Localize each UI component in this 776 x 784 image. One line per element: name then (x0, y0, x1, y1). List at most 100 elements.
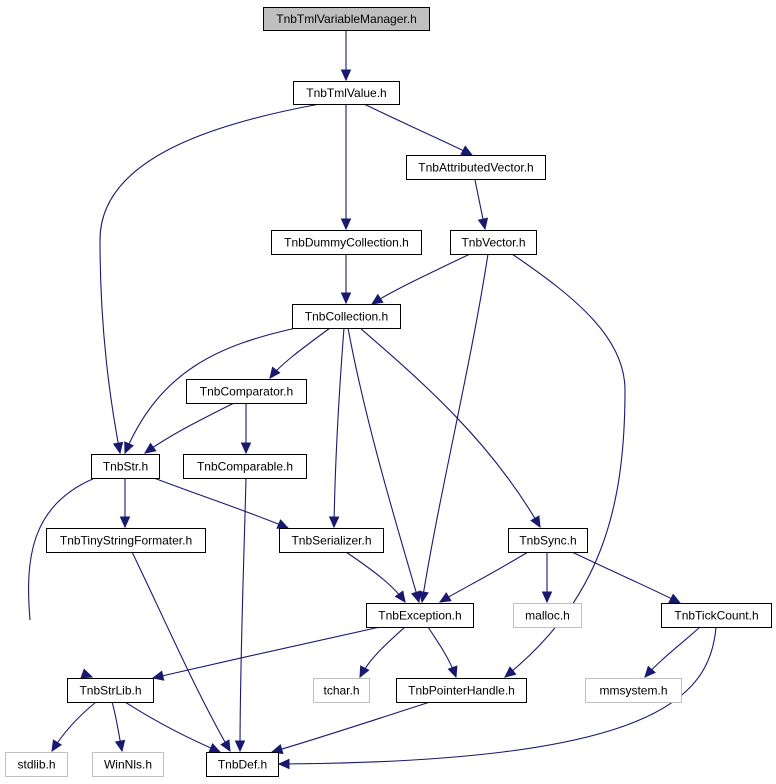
node-n1[interactable]: TnbTmlVariableManager.h (263, 7, 430, 31)
arrow-head-icon (114, 739, 126, 753)
node-n6[interactable]: TnbCollection.h (292, 304, 401, 329)
node-n16[interactable]: TnbStrLib.h (67, 678, 154, 703)
node-n18[interactable]: TnbPointerHandle.h (396, 678, 527, 703)
edge-line (421, 253, 489, 603)
edge-n15-n19 (644, 626, 701, 678)
edge-line (271, 701, 431, 753)
node-box[interactable] (206, 752, 279, 777)
edge-n10-n22 (131, 551, 231, 753)
node-label: TnbTmlValue.h (306, 86, 386, 100)
node-n2[interactable]: TnbTmlValue.h (293, 81, 400, 105)
edge-n13-n16 (151, 626, 381, 681)
node-n14[interactable]: malloc.h (513, 603, 582, 628)
node-n13[interactable]: TnbException.h (366, 603, 474, 628)
arrow-head-icon (668, 593, 682, 604)
node-box[interactable] (293, 81, 400, 105)
node-box[interactable] (91, 454, 160, 479)
edge-n18-n22 (270, 701, 431, 755)
node-box[interactable] (513, 603, 582, 628)
node-box[interactable] (5, 752, 68, 777)
node-n4[interactable]: TnbDummyCollection.h (271, 230, 422, 255)
edge-n16-n22 (124, 701, 222, 753)
edge-n6-n8 (124, 327, 297, 455)
edge-line (269, 327, 331, 379)
arrow-head-icon (340, 69, 352, 82)
node-box[interactable] (186, 379, 307, 404)
node-label: TnbTmlVariableManager.h (276, 12, 417, 26)
arrow-head-icon (370, 293, 384, 305)
arrow-head-icon (220, 739, 231, 753)
edge-line (363, 103, 473, 156)
edge-line (347, 327, 420, 603)
edge-line (278, 626, 717, 765)
edge-n9-n22 (234, 477, 247, 753)
node-box[interactable] (92, 752, 164, 777)
node-box[interactable] (406, 155, 546, 180)
node-n5[interactable]: TnbVector.h (450, 230, 537, 255)
arrow-head-icon (234, 740, 246, 753)
edge-line (333, 327, 345, 528)
arrow-head-icon (541, 591, 553, 604)
node-n11[interactable]: TnbSerializer.h (279, 528, 384, 553)
edge-n12-n15 (571, 551, 682, 604)
node-box[interactable] (366, 603, 474, 628)
node-box[interactable] (450, 230, 537, 255)
arrow-head-icon (276, 519, 290, 529)
arrow-head-icon (477, 217, 489, 231)
node-n12[interactable]: TnbSync.h (508, 528, 588, 553)
edge-n6-n11 (328, 327, 345, 529)
node-box[interactable] (46, 528, 206, 553)
node-label: TnbAttributedVector.h (418, 161, 533, 175)
node-n7[interactable]: TnbComparator.h (186, 379, 307, 404)
arrow-head-icon (530, 515, 541, 529)
node-box[interactable] (585, 678, 682, 703)
edge-line (99, 103, 321, 454)
arrow-head-icon (359, 665, 370, 679)
node-label: TnbComparable.h (197, 460, 293, 474)
arrow-head-icon (51, 739, 63, 753)
node-box[interactable] (292, 304, 401, 329)
arrow-head-icon (340, 292, 352, 305)
edge-line (359, 327, 541, 528)
node-box[interactable] (271, 230, 422, 255)
node-box[interactable] (396, 678, 527, 703)
edge-line (439, 551, 529, 603)
node-n15[interactable]: TnbTickCount.h (661, 603, 772, 628)
edge-line (152, 626, 381, 679)
node-n17[interactable]: tchar.h (313, 678, 370, 703)
node-box[interactable] (183, 454, 307, 479)
node-n19[interactable]: mmsystem.h (585, 678, 682, 703)
edge-n6-n13 (347, 327, 422, 604)
node-box[interactable] (279, 528, 384, 553)
node-box[interactable] (263, 7, 430, 31)
node-n22[interactable]: TnbDef.h (206, 752, 279, 777)
node-box[interactable] (661, 603, 772, 628)
node-label: tchar.h (323, 684, 359, 698)
edge-n4-n6 (340, 254, 352, 305)
arrow-head-icon (447, 665, 458, 679)
arrow-head-icon (410, 590, 422, 604)
nodes-layer: TnbTmlVariableManager.hTnbTmlValue.hTnbA… (5, 7, 772, 777)
node-box[interactable] (508, 528, 588, 553)
node-box[interactable] (313, 678, 370, 703)
node-label: WinNls.h (104, 758, 152, 772)
edge-n2-n4 (340, 104, 352, 231)
node-label: malloc.h (525, 609, 570, 623)
edge-n6-n7 (269, 327, 331, 379)
edge-n5-n13 (418, 253, 489, 604)
edge-line (153, 477, 289, 529)
edge-n15-n22 (277, 626, 717, 770)
node-n20[interactable]: stdlib.h (5, 752, 68, 777)
edge-n6-n12 (359, 327, 541, 529)
node-n10[interactable]: TnbTinyStringFormater.h (46, 528, 206, 553)
node-n3[interactable]: TnbAttributedVector.h (406, 155, 546, 180)
arrow-head-icon (394, 590, 406, 603)
node-n21[interactable]: WinNls.h (92, 752, 164, 777)
arrow-head-icon (240, 442, 252, 455)
node-box[interactable] (67, 678, 154, 703)
node-n9[interactable]: TnbComparable.h (183, 454, 307, 479)
edge-line (124, 701, 221, 753)
node-n8[interactable]: TnbStr.h (91, 454, 160, 479)
node-label: TnbPointerHandle.h (408, 684, 515, 698)
edge-n12-n14 (541, 552, 553, 604)
